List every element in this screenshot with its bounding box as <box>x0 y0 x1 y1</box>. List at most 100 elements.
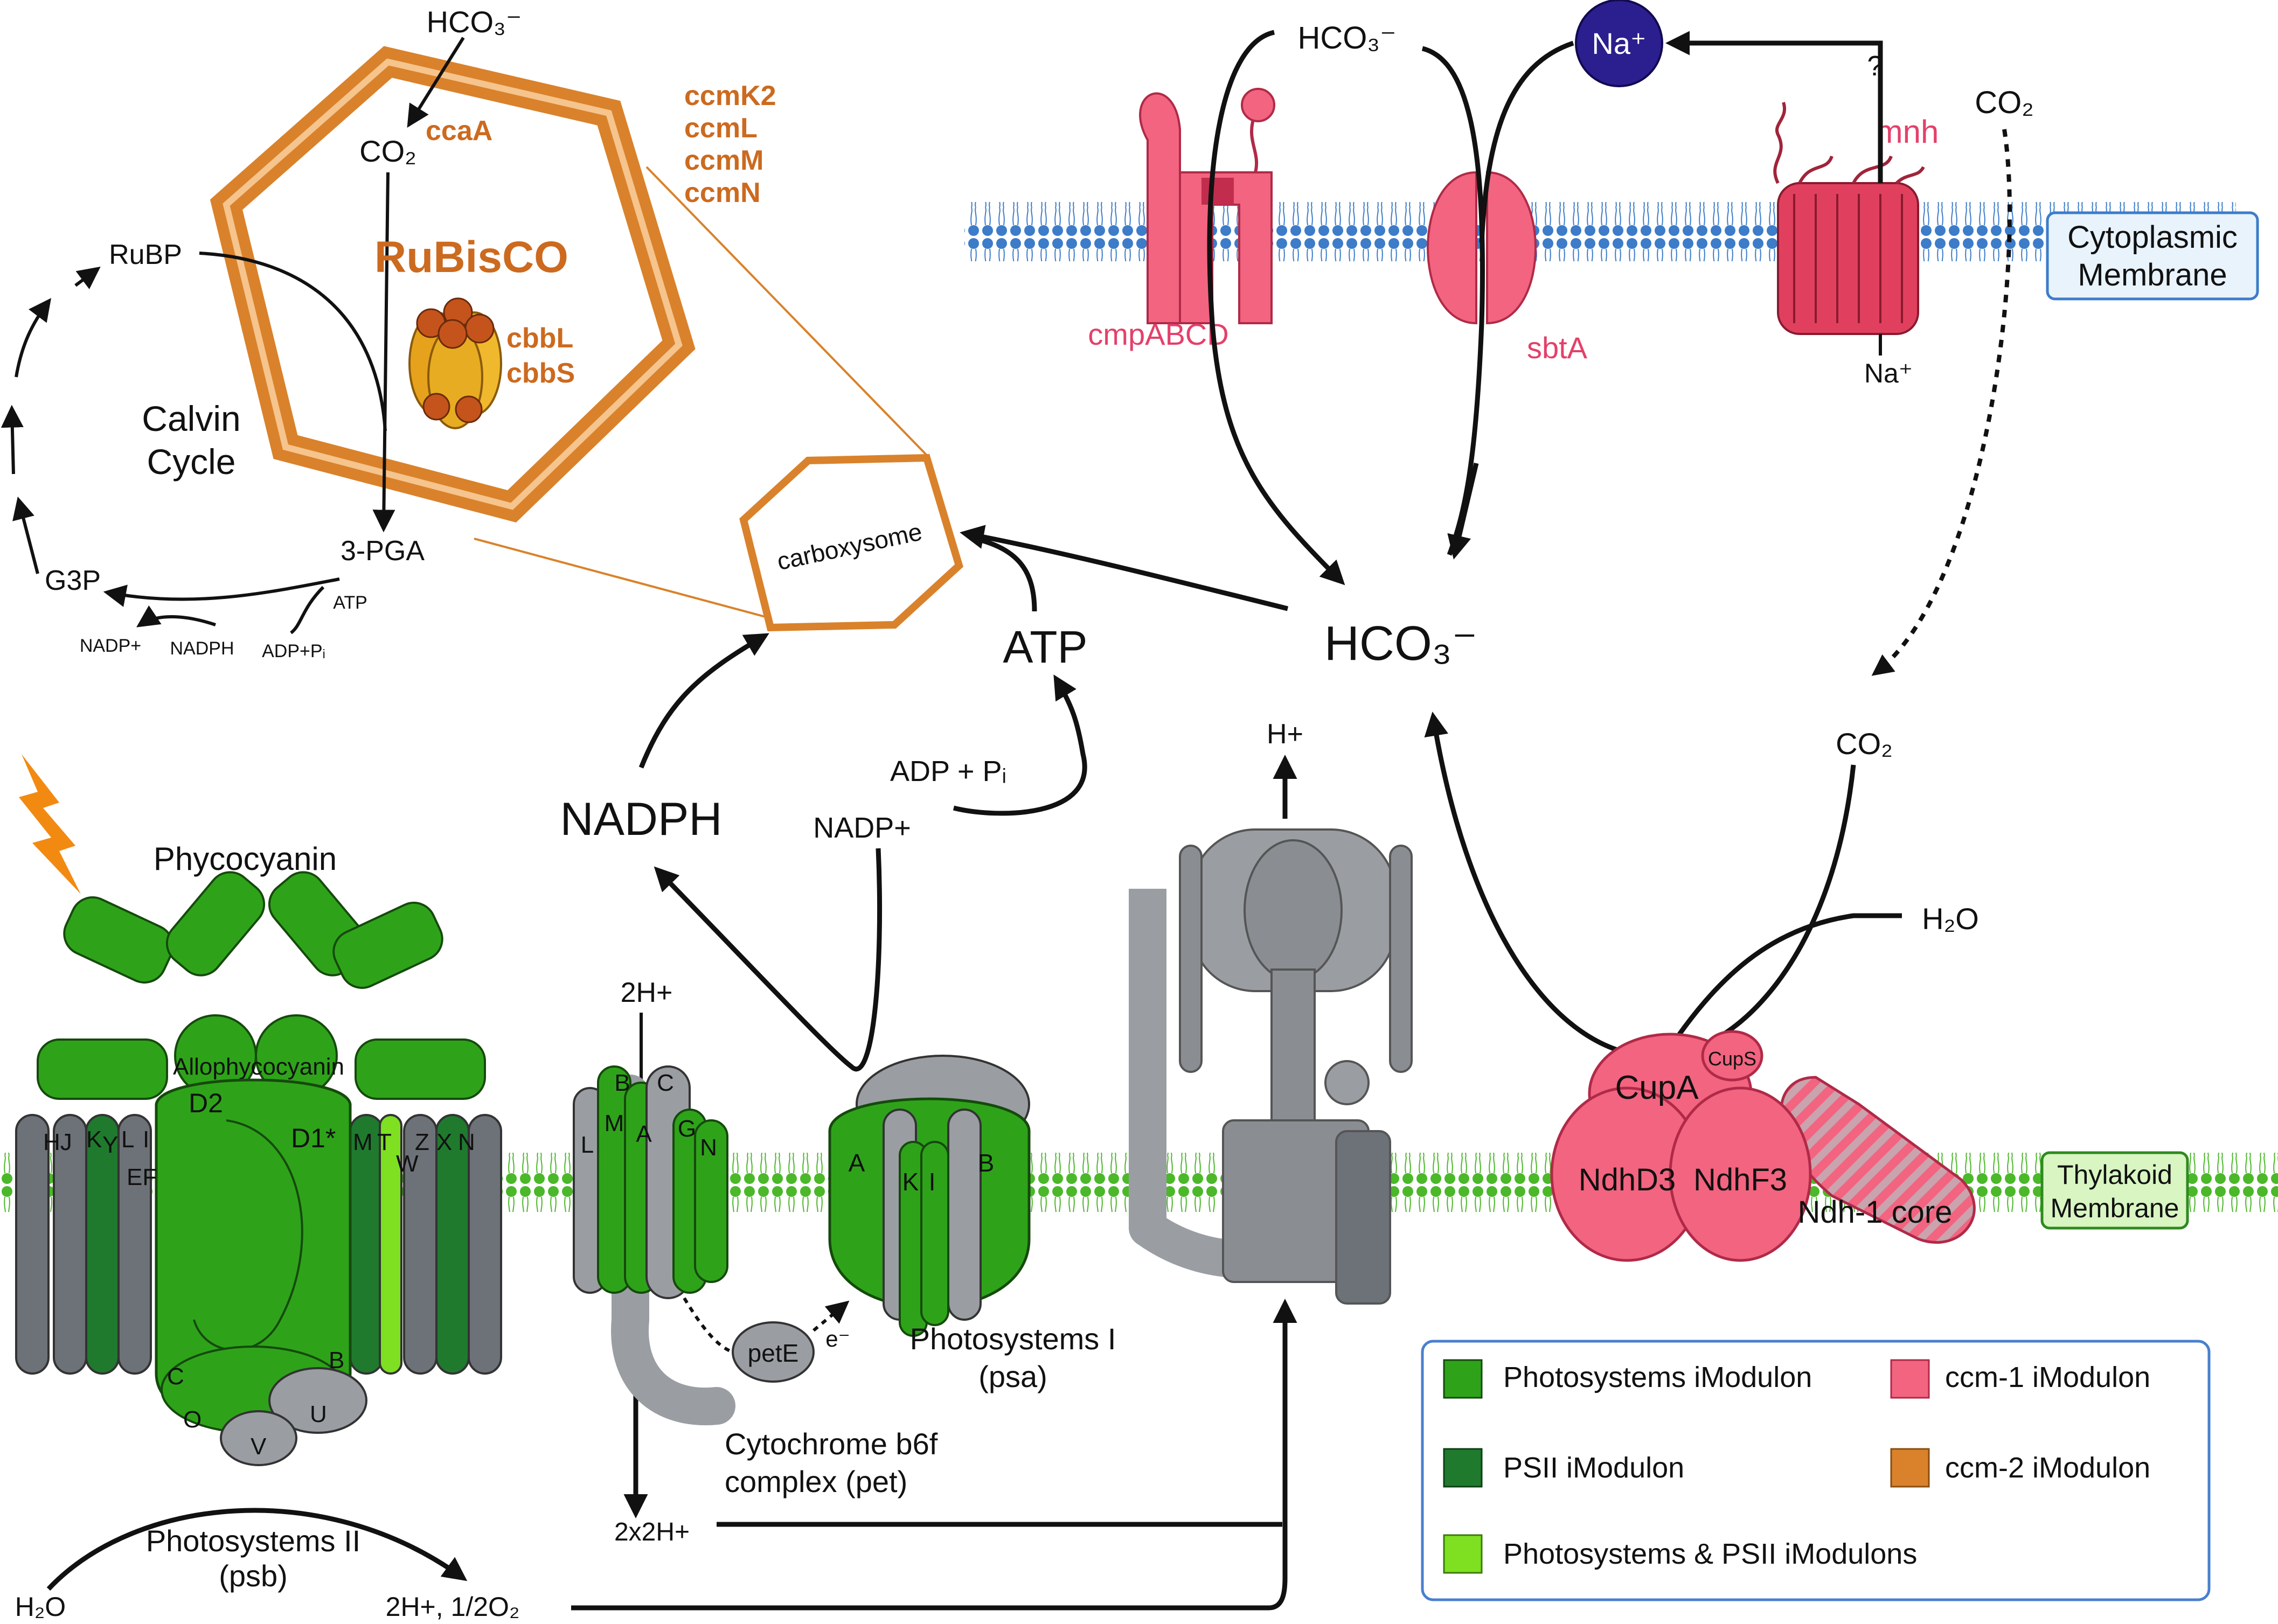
calvin-title-1: Calvin <box>142 399 240 438</box>
legend-swatch-photosystems <box>1443 1359 1483 1399</box>
calvin-title-2: Cycle <box>147 442 235 482</box>
ndh-co2-label: CO₂ <box>1836 727 1893 761</box>
psii-x: X <box>436 1129 452 1155</box>
cytb6f-name-1: Cytochrome b6f <box>725 1427 938 1461</box>
legend-swatch-ccm2 <box>1890 1448 1930 1488</box>
mnh-label: mnh <box>1876 114 1939 150</box>
legend-ccm1: ccm-1 iModulon <box>1945 1361 2150 1393</box>
ccmk2-label: ccmK2 <box>684 80 776 111</box>
psi-i: I <box>929 1168 936 1196</box>
carboxysome-co2: CO₂ <box>359 134 416 168</box>
psii-products: 2H+, 1/2O₂ <box>386 1592 520 1622</box>
psii-d1: D1* <box>291 1123 336 1153</box>
cytb6f-h-bottom: 2x2H+ <box>614 1518 690 1546</box>
photosystem-ii: Phycocyanin Allophycocyanin <box>15 841 520 1622</box>
cmpabcd-transporter: cmpABCD <box>1088 88 1275 351</box>
hco3-label: HCO₃⁻ <box>1324 617 1477 671</box>
cytb6f-c: C <box>657 1070 674 1096</box>
ndhd3-label: NdhD3 <box>1579 1162 1676 1197</box>
psii-y: Y <box>102 1132 118 1158</box>
pete-label: petE <box>748 1339 799 1367</box>
ndh1-ccm-complex: CupA CupS NdhD3 NdhF3 Ndh-1 core <box>1550 1030 1976 1262</box>
rubisco-icon <box>408 297 502 429</box>
calvin-adp-label: ADP+Pᵢ <box>262 641 325 661</box>
calvin-nadph-label: NADPH <box>170 638 234 659</box>
psii-c: C <box>167 1363 184 1390</box>
carboxysome-hco3: HCO₃⁻ <box>427 5 522 39</box>
sbta-label: sbtA <box>1527 331 1588 365</box>
nadph-label: NADPH <box>560 793 722 845</box>
nadp-label: NADP+ <box>813 812 911 844</box>
carboxysome-large: HCO₃⁻ ccaA CO₂ RuBisCO cbbL cbbS ccmK2 c… <box>210 5 776 533</box>
electron-label: e⁻ <box>825 1326 850 1351</box>
legend-psii: PSII iModulon <box>1503 1452 1684 1484</box>
ndh-h2o-label: H₂O <box>1922 902 1979 936</box>
psii-o: O <box>183 1406 202 1433</box>
psi-name-1: Photosystems I <box>910 1322 1116 1356</box>
cyto-co2-label: CO₂ <box>1975 85 2034 120</box>
rubp-label: RuBP <box>109 239 182 270</box>
cytb6f-m: M <box>605 1110 624 1137</box>
cytoplasmic-membrane-label: Cytoplasmic Membrane <box>2046 211 2259 301</box>
psii-name-2: (psb) <box>219 1559 288 1593</box>
cytb6f-a: A <box>636 1121 652 1147</box>
psii-ef: EF <box>127 1164 157 1190</box>
legend-photosystems: Photosystems iModulon <box>1503 1361 1812 1393</box>
psi-k: K <box>902 1168 919 1196</box>
cytb6f-b: B <box>614 1070 630 1096</box>
legend-swatch-both <box>1443 1534 1483 1574</box>
calvin-cycle: RuBP Calvin Cycle 3-PGA G3P ATP NADP+ NA… <box>1 239 425 661</box>
psii-b: B <box>329 1347 344 1374</box>
cbbl-label: cbbL <box>506 323 573 354</box>
cmpabcd-label: cmpABCD <box>1088 317 1228 351</box>
cbbs-label: cbbS <box>506 358 575 389</box>
cytoplasmic-label-1: Cytoplasmic <box>2067 220 2238 255</box>
psi-b: B <box>978 1149 995 1177</box>
psii-d2: D2 <box>189 1088 223 1118</box>
legend-both: Photosystems & PSII iModulons <box>1503 1538 1917 1570</box>
thylakoid-membrane-label: Thylakoid Membrane <box>2040 1151 2189 1230</box>
ccml-label: ccmL <box>684 113 758 144</box>
psii-name-1: Photosystems II <box>146 1524 360 1558</box>
psii-l: L <box>121 1126 134 1153</box>
ndh-core-label: Ndh-1 core <box>1798 1195 1953 1230</box>
mnh-transporter: mnh <box>1773 102 1939 356</box>
ccmm-label: ccmM <box>684 145 763 176</box>
photosystem-i: A K I B Photosystems I (psa) <box>828 1055 1116 1393</box>
cytb6f-n: N <box>700 1134 717 1161</box>
rubisco-label: RuBisCO <box>374 233 568 282</box>
atp-label: ATP <box>1003 622 1087 672</box>
lightning-icon <box>19 754 81 894</box>
thylakoid-label-2: Membrane <box>2051 1193 2179 1223</box>
carboxysome-small: carboxysome <box>739 454 963 632</box>
ndhf3-label: NdhF3 <box>1693 1162 1787 1197</box>
cupa-label: CupA <box>1615 1069 1699 1106</box>
ndh-grey-complex <box>1129 828 1413 1305</box>
cytoplasmic-label-2: Membrane <box>2078 257 2227 292</box>
g3p-label: G3P <box>45 565 101 596</box>
ccmn-label: ccmN <box>684 177 761 208</box>
legend: Photosystems iModulon ccm-1 iModulon PSI… <box>1421 1340 2211 1601</box>
legend-swatch-psii <box>1443 1448 1483 1488</box>
calvin-atp-label: ATP <box>333 593 367 613</box>
psii-z: Z <box>415 1129 429 1155</box>
na-ion: Na⁺ <box>1575 0 1663 87</box>
psi-name-2: (psa) <box>978 1360 1047 1393</box>
adp-label: ADP + Pᵢ <box>890 755 1006 787</box>
cytb6f-name-2: complex (pet) <box>725 1465 907 1498</box>
cyto-hco3-label: HCO₃⁻ <box>1297 20 1396 55</box>
psii-hj: HJ <box>43 1129 72 1155</box>
cytb6f-g: G <box>678 1116 696 1142</box>
psii-n: N <box>458 1129 475 1155</box>
cytb6f-l: L <box>581 1132 594 1158</box>
psii-u: U <box>310 1401 327 1427</box>
psii-i: I <box>143 1126 149 1153</box>
ccaa-label: ccaA <box>426 115 492 147</box>
thylakoid-label-1: Thylakoid <box>2057 1160 2172 1190</box>
cups-label: CupS <box>1708 1048 1756 1070</box>
phycocyanin-label: Phycocyanin <box>154 841 337 877</box>
calvin-nadp-label: NADP+ <box>80 636 141 656</box>
psii-m: M <box>353 1129 373 1155</box>
pga-label: 3-PGA <box>341 535 425 567</box>
psii-h2o: H₂O <box>15 1592 66 1622</box>
